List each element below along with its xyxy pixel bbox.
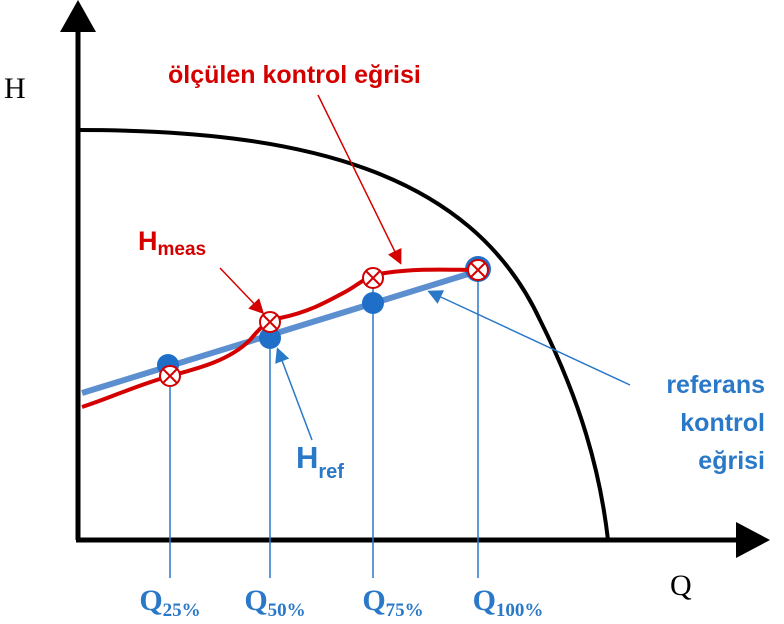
h-meas-sub: meas	[158, 239, 207, 260]
reference-label-line: kontrol	[680, 409, 765, 437]
x-axis-label: Q	[670, 569, 692, 602]
measured-curve-pointer	[317, 94, 402, 265]
reference-point	[362, 292, 384, 314]
x-axis	[76, 522, 770, 558]
h-meas-label: Hmeas	[138, 226, 206, 260]
measured-curve-label: ölçülen kontrol eğrisi	[168, 61, 421, 89]
reference-label-line: referans	[666, 371, 765, 399]
reference-label-line: eğrisi	[698, 447, 765, 475]
measured-point	[259, 311, 281, 333]
pump-curve	[77, 128, 610, 541]
q100-label: Q100%	[473, 584, 544, 621]
q25-label: Q25%	[139, 584, 200, 621]
reference-curve-pointer	[427, 290, 631, 386]
h-ref-main: H	[296, 440, 318, 475]
y-axis-arrow-icon	[60, 0, 96, 32]
y-axis	[60, 0, 96, 540]
measured-points	[159, 259, 489, 387]
h-ref-pointer	[275, 347, 313, 441]
h-ref-label: Href	[296, 440, 344, 483]
q75-label: Q75%	[362, 584, 423, 621]
reference-curve-label: referans kontrol eğrisi	[666, 371, 765, 475]
reference-point	[259, 327, 281, 349]
measured-point	[467, 259, 489, 281]
reference-control-curve	[81, 268, 479, 396]
measured-point	[159, 365, 181, 387]
h-meas-main: H	[138, 226, 158, 256]
q-guide-lines	[169, 270, 479, 578]
x-axis-arrow-icon	[736, 522, 770, 558]
h-ref-sub: ref	[318, 461, 344, 483]
y-axis-label: H	[4, 72, 26, 105]
q50-label: Q50%	[244, 584, 305, 621]
measured-point	[362, 267, 384, 289]
h-meas-pointer	[219, 267, 265, 315]
